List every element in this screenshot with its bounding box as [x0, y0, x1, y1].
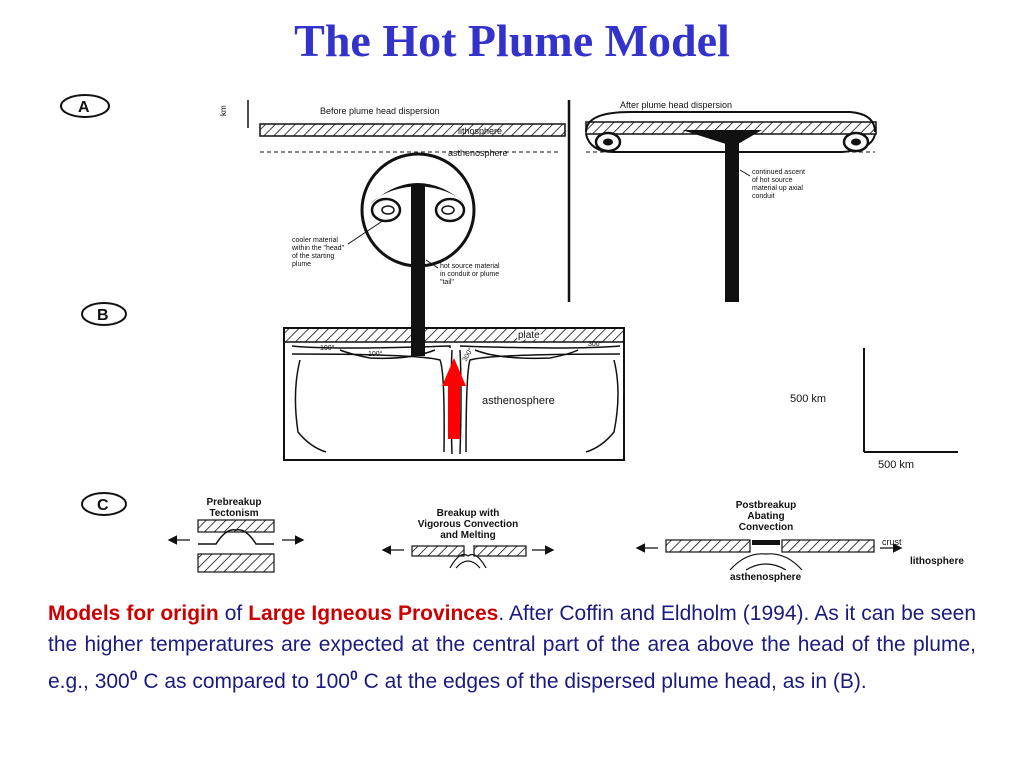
panel-a: A km Before plume head dispersion lithos… [60, 94, 877, 356]
plate-label: plate [518, 330, 540, 341]
panel-c: C Prebreakup Tectonism Breakup with Vigo… [81, 492, 964, 583]
scale-vertical-label: 500 km [790, 393, 826, 405]
panel-c-letter: C [97, 497, 109, 514]
svg-text:Breakup with: Breakup with [437, 508, 500, 519]
lithosphere-label-c: lithosphere [910, 556, 964, 567]
crust-label: crust [882, 537, 902, 547]
asthenosphere-label-c: asthenosphere [730, 572, 802, 583]
caption-text-end: C at the edges of the dispersed plume he… [357, 670, 867, 693]
panel-b-badge [81, 302, 127, 326]
stage-postbreakup: Postbreakup Abating Convection crust lit… [635, 500, 964, 583]
caption-bold-models: Models for origin [48, 602, 219, 625]
hot-source-note: hot source material in conduit or plume … [440, 263, 500, 286]
svg-text:Tectonism: Tectonism [209, 508, 258, 519]
asthenosphere-label-b: asthenosphere [482, 395, 555, 407]
red-upwelling-arrow [442, 358, 466, 439]
temp-300-right: 300° [588, 340, 603, 348]
svg-text:hot source material: hot source material [440, 263, 500, 270]
svg-text:and Melting: and Melting [440, 530, 496, 541]
temp-100-left: 100° [320, 344, 335, 352]
svg-text:of the starting: of the starting [292, 253, 335, 260]
panel-b: B plate 100° 100° 300° 300° asthenospher… [81, 302, 958, 471]
svg-text:of hot source: of hot source [752, 177, 793, 184]
svg-text:Vigorous Convection: Vigorous Convection [418, 519, 518, 530]
svg-text:in conduit or plume: in conduit or plume [440, 271, 499, 278]
caption-text-main: . After Coffin and Eldholm (1994). As it… [48, 602, 977, 693]
svg-text:Prebreakup: Prebreakup [206, 497, 261, 508]
plume-model-figure: A km Before plume head dispersion lithos… [30, 92, 998, 586]
svg-text:Convection: Convection [739, 522, 793, 533]
figure-caption: Models for origin of Large Igneous Provi… [48, 598, 976, 697]
panel-c-badge [81, 492, 127, 516]
caption-bold-lip: Large Igneous Provinces [248, 602, 499, 625]
asthenosphere-label-a: asthenosphere [448, 148, 508, 158]
plate-band [283, 327, 625, 343]
svg-text:within the "head": within the "head" [291, 245, 345, 252]
temp-100-inner: 100° [368, 350, 383, 358]
scale-horizontal-label: 500 km [878, 459, 914, 471]
panel-a-badge [60, 94, 110, 118]
caption-superscript-2: 0 [349, 667, 358, 683]
lithosphere-band-before [259, 123, 566, 137]
scale-bar: 500 km 500 km [790, 348, 958, 471]
cooler-material-note: cooler material within the "head" of the… [291, 237, 345, 268]
starting-plume-head [360, 152, 476, 356]
lithosphere-label: lithosphere [458, 126, 502, 136]
svg-text:continued ascent: continued ascent [752, 169, 805, 176]
caption-text-of: of [218, 602, 249, 625]
dispersed-plume-head [585, 111, 877, 302]
panel-a-letter: A [78, 99, 90, 116]
svg-text:cooler material: cooler material [292, 237, 338, 244]
slide-title: The Hot Plume Model [294, 15, 730, 66]
svg-text:material up axial: material up axial [752, 185, 803, 192]
plume-flow-lines [291, 345, 621, 455]
stage-breakup: Breakup with Vigorous Convection and Mel… [381, 508, 555, 569]
panel-b-letter: B [97, 307, 109, 324]
svg-text:"tail": "tail" [440, 279, 454, 286]
svg-text:Postbreakup: Postbreakup [736, 500, 797, 511]
stage-prebreakup: Prebreakup Tectonism [167, 497, 305, 573]
caption-superscript-1: 0 [129, 667, 138, 683]
svg-text:Abating: Abating [747, 511, 784, 522]
continued-ascent-note: continued ascent of hot source material … [752, 169, 805, 200]
caption-text-compare: C as compared to 100 [137, 670, 350, 693]
before-dispersion-label: Before plume head dispersion [320, 106, 440, 116]
svg-text:plume: plume [292, 261, 311, 268]
svg-text:conduit: conduit [752, 193, 775, 200]
after-dispersion-label: After plume head dispersion [620, 100, 732, 110]
panel-a-axis-label: km [219, 105, 228, 116]
